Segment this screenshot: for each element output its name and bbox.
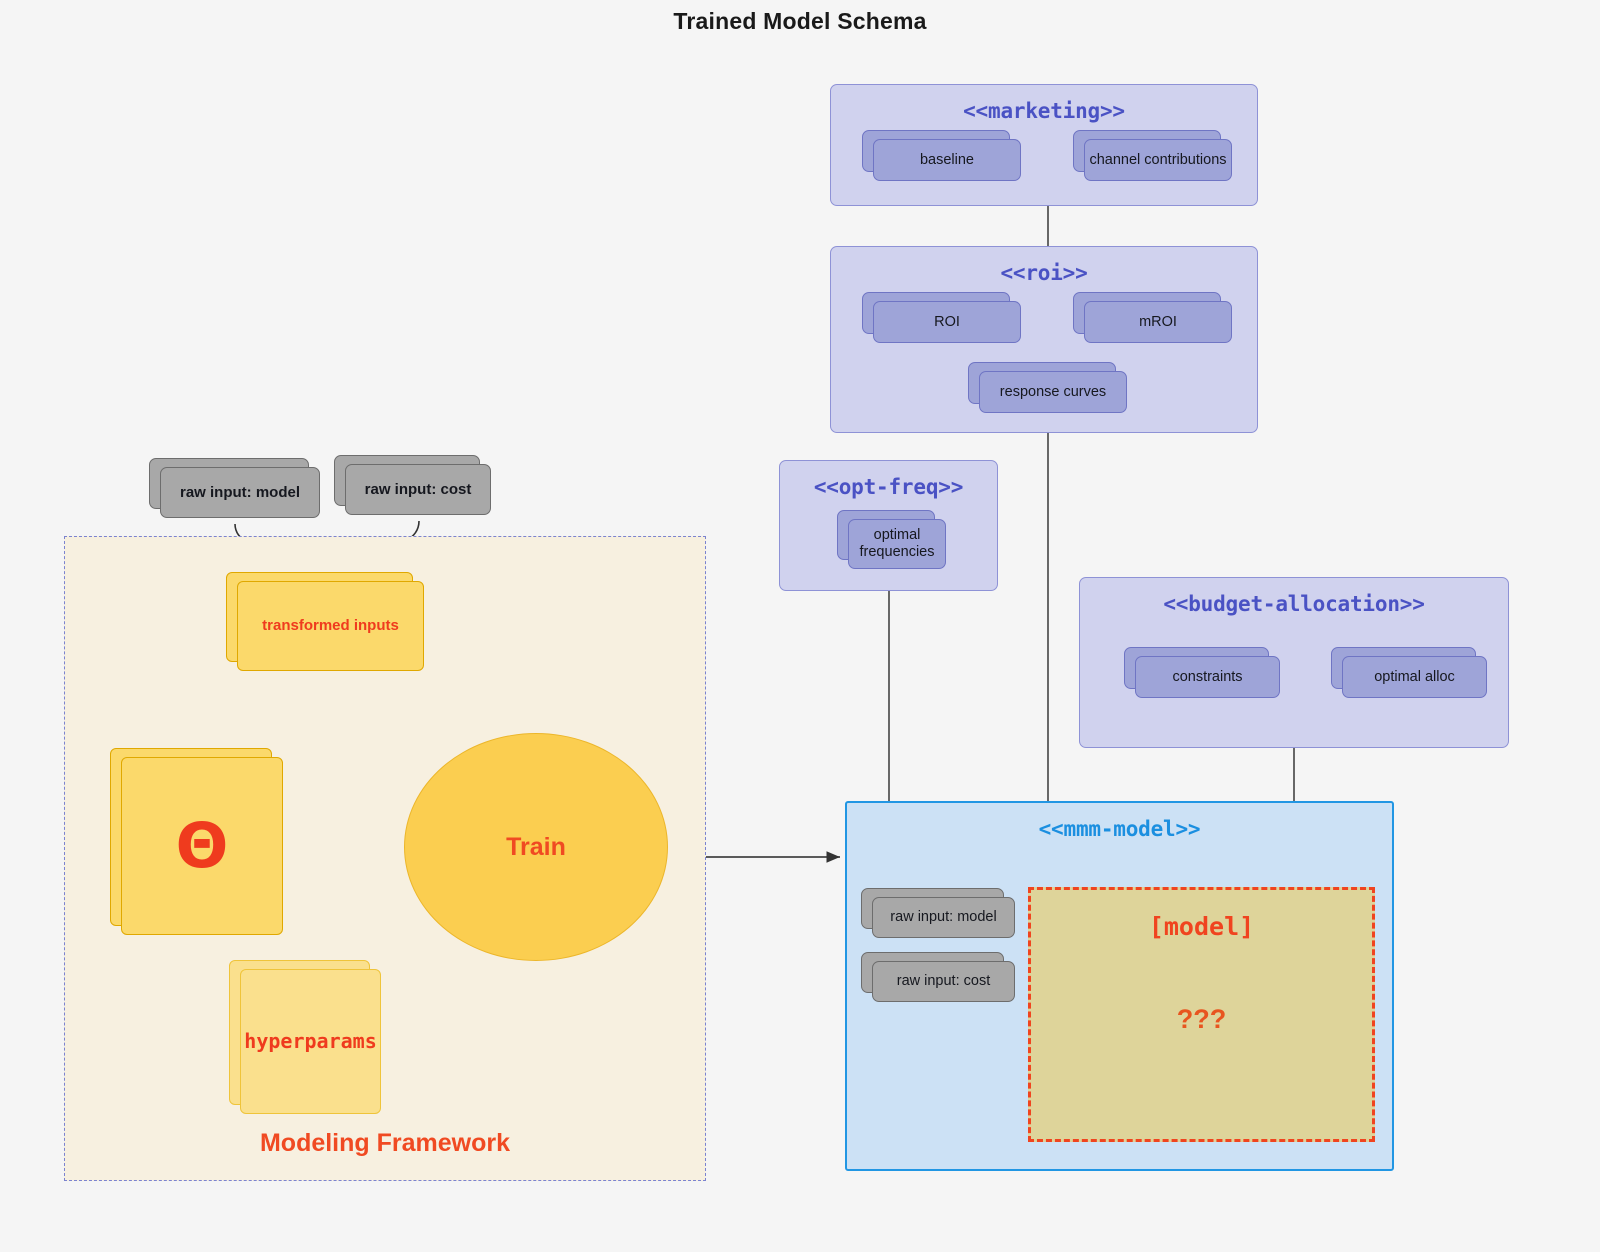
component-response-curves[interactable]: response curves <box>968 362 1127 413</box>
component-constraints-label: constraints <box>1135 656 1280 698</box>
component-mmm-raw-input-cost[interactable]: raw input: cost <box>861 952 1015 1002</box>
transformed-inputs-card[interactable]: transformed inputs <box>226 572 424 671</box>
hyperparams-card[interactable]: hyperparams <box>229 960 381 1114</box>
component-mroi[interactable]: mROI <box>1073 292 1232 343</box>
component-mmm-raw-input-model[interactable]: raw input: model <box>861 888 1015 938</box>
component-channel-contributions[interactable]: channel contributions <box>1073 130 1232 181</box>
model-placeholder-box[interactable]: [model] ??? <box>1028 887 1375 1142</box>
optimal-frequencies-line-2: frequencies <box>859 544 935 560</box>
component-optimal-alloc-label: optimal alloc <box>1342 656 1487 698</box>
component-channel-contributions-label: channel contributions <box>1084 139 1232 181</box>
package-budget-allocation-stereotype: <<budget-allocation>> <box>1163 592 1425 616</box>
component-response-curves-label: response curves <box>979 371 1127 413</box>
train-node[interactable]: Train <box>404 733 668 961</box>
component-roi[interactable]: ROI <box>862 292 1021 343</box>
component-constraints[interactable]: constraints <box>1124 647 1280 698</box>
optimal-frequencies-line-1: optimal <box>873 527 921 544</box>
component-baseline-label: baseline <box>873 139 1021 181</box>
package-roi-stereotype: <<roi>> <box>1000 261 1088 285</box>
component-mmm-raw-input-cost-label: raw input: cost <box>872 961 1015 1002</box>
package-budget-allocation[interactable]: <<budget-allocation>> constraints optima… <box>1079 577 1509 748</box>
package-marketing-stereotype: <<marketing>> <box>963 99 1125 123</box>
modeling-framework-label: Modeling Framework <box>259 1129 511 1157</box>
raw-input-cost-card[interactable]: raw input: cost <box>334 455 491 515</box>
component-mroi-label: mROI <box>1084 301 1232 343</box>
package-marketing[interactable]: <<marketing>> baseline channel contribut… <box>830 84 1258 206</box>
package-opt-freq[interactable]: <<opt-freq>> optimal frequencies <box>779 460 998 591</box>
component-optimal-alloc[interactable]: optimal alloc <box>1331 647 1487 698</box>
hyperparams-label: hyperparams <box>240 969 381 1114</box>
component-optimal-frequencies-label: optimal frequencies <box>848 519 946 569</box>
theta-glyph: Θ <box>175 809 229 882</box>
theta-card[interactable]: Θ <box>110 748 283 935</box>
train-label: Train <box>506 832 566 861</box>
package-roi[interactable]: <<roi>> ROI mROI response curves <box>830 246 1258 433</box>
transformed-inputs-label: transformed inputs <box>237 581 424 671</box>
raw-input-model-card[interactable]: raw input: model <box>149 458 320 518</box>
page-title: Trained Model Schema <box>673 8 927 34</box>
model-placeholder-unknown: ??? <box>1176 1004 1227 1034</box>
package-mmm-model-stereotype: <<mmm-model>> <box>1038 817 1201 841</box>
raw-input-cost-label: raw input: cost <box>345 464 491 515</box>
component-baseline[interactable]: baseline <box>862 130 1021 181</box>
raw-input-model-label: raw input: model <box>160 467 320 518</box>
component-roi-label: ROI <box>873 301 1021 343</box>
package-opt-freq-stereotype: <<opt-freq>> <box>813 475 964 499</box>
theta-label: Θ <box>121 757 283 935</box>
model-placeholder-name: [model] <box>1148 912 1255 941</box>
component-mmm-raw-input-model-label: raw input: model <box>872 897 1015 938</box>
package-mmm-model[interactable]: <<mmm-model>> raw input: model raw input… <box>845 801 1394 1171</box>
component-optimal-frequencies[interactable]: optimal frequencies <box>837 510 946 569</box>
